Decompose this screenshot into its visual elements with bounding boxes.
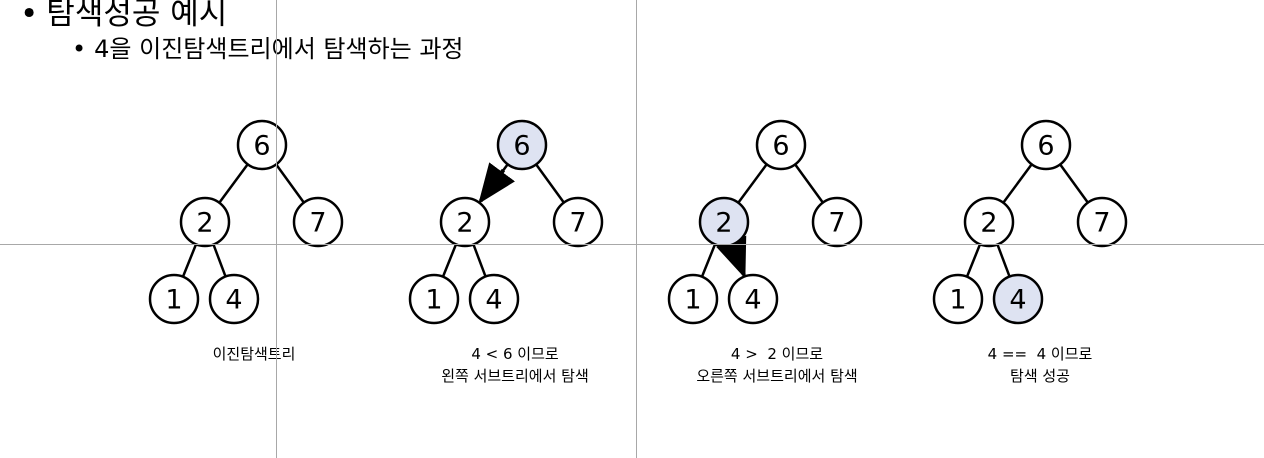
slide-heading: •탐색성공 예시: [20, 0, 227, 34]
tree-node-label: 4: [485, 285, 502, 316]
slide-subheading: •4을 이진탐색트리에서 탐색하는 과정: [72, 32, 464, 66]
tree-edge-left-left_left: [700, 243, 717, 278]
search-direction-arrow: [716, 235, 747, 279]
tree-node-left_left: [408, 273, 460, 325]
tree-node-left_right-highlighted: [992, 273, 1044, 325]
tree-edge-root-right: [794, 163, 824, 204]
tree-edge-left-left_right: [212, 244, 227, 277]
tree-edge-left-left_right: [996, 244, 1011, 277]
tree-node-label: 7: [309, 208, 326, 239]
tree-node-left-highlighted: [698, 196, 750, 248]
guide-line-horizontal: [0, 244, 1264, 245]
caption-line: 4 > 2 이므로: [730, 345, 824, 363]
tree-node-label: 1: [425, 285, 442, 316]
guide-line-vertical: [636, 0, 637, 458]
tree-node-left: [963, 196, 1015, 248]
tree-node-left_left: [932, 273, 984, 325]
search-direction-arrow: [478, 162, 515, 205]
tree-node-left: [179, 196, 231, 248]
caption-line: 탐색 성공: [1010, 367, 1070, 385]
caption-line: 왼쪽 서브트리에서 탐색: [441, 367, 589, 385]
tree-node-label: 2: [196, 208, 213, 239]
tree-node-root: [1020, 119, 1072, 171]
tree-edge-left-left_right: [472, 244, 487, 277]
tree-node-label: 7: [828, 208, 845, 239]
tree-node-right: [811, 196, 863, 248]
tree-node-right: [552, 196, 604, 248]
tree-node-root: [755, 119, 807, 171]
tree-edge-left-left_left: [181, 243, 198, 278]
tree-node-left_left: [667, 273, 719, 325]
tree-edge-left-left_left: [965, 243, 982, 278]
bst-tree-2: 6 2 7 1 4: [408, 119, 604, 325]
tree-node-label: 2: [715, 208, 732, 239]
tree-edge-root-right: [1059, 163, 1089, 204]
tree-node-left_right: [208, 273, 260, 325]
tree-node-left_right: [727, 273, 779, 325]
tree-node-label: 2: [980, 208, 997, 239]
tree-edge-root-left: [1002, 163, 1033, 204]
caption-line: 이진탐색트리: [212, 345, 296, 363]
tree-node-left_left: [148, 273, 200, 325]
guide-line-vertical: [276, 0, 277, 458]
bullet-icon: •: [72, 35, 87, 63]
tree-edge-root-right: [275, 163, 305, 204]
tree-node-left: [439, 196, 491, 248]
tree-node-label: 1: [165, 285, 182, 316]
tree-node-label: 6: [253, 131, 270, 162]
caption-line: 오른쪽 서브트리에서 탐색: [696, 367, 858, 385]
caption-line: 4 < 6 이므로: [471, 345, 559, 363]
tree-node-label: 6: [772, 131, 789, 162]
tree-node-left_right: [468, 273, 520, 325]
tree-edge-root-left: [218, 163, 249, 204]
tree-node-label: 4: [744, 285, 761, 316]
tree-node-label: 4: [1009, 285, 1026, 316]
tree-node-label: 6: [1037, 131, 1054, 162]
tree-node-label: 4: [225, 285, 242, 316]
caption-line: 4 == 4 이므로: [987, 345, 1093, 363]
subheading-text: 4을 이진탐색트리에서 탐색하는 과정: [94, 35, 464, 63]
tree-edge-root-right: [535, 163, 565, 204]
tree-edge-left-left_left: [441, 243, 458, 278]
tree-node-label: 6: [513, 131, 530, 162]
bst-tree-4: 6 2 7 1 4: [932, 119, 1128, 325]
bst-tree-3: 6 2 7 1 4: [667, 119, 863, 325]
tree-caption-1: 이진탐색트리: [124, 343, 384, 365]
tree-node-label: 1: [684, 285, 701, 316]
tree-node-right: [1076, 196, 1128, 248]
tree-node-label: 7: [569, 208, 586, 239]
tree-node-label: 2: [456, 208, 473, 239]
tree-node-root: [236, 119, 288, 171]
bst-tree-1: 6 2 7 1 4: [148, 119, 344, 325]
tree-node-root-highlighted: [496, 119, 548, 171]
tree-node-right: [292, 196, 344, 248]
heading-text: 탐색성공 예시: [46, 0, 228, 32]
tree-node-label: 7: [1093, 208, 1110, 239]
tree-node-label: 1: [949, 285, 966, 316]
bullet-icon: •: [20, 0, 39, 32]
tree-edge-root-left: [737, 163, 768, 204]
